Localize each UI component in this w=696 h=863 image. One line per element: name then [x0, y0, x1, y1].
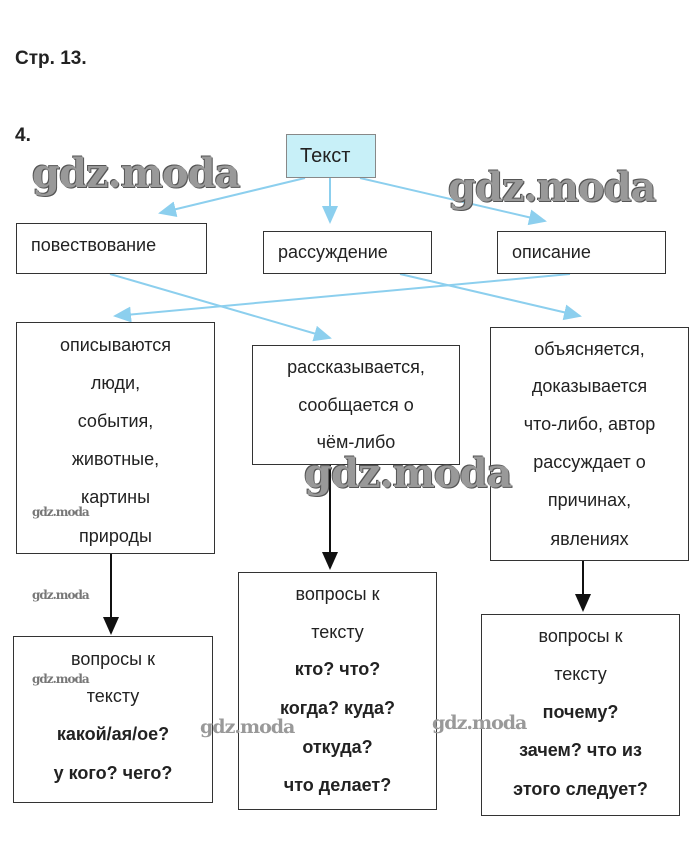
question-item: почему?	[542, 702, 619, 722]
type-box-narration: повествование	[16, 223, 207, 274]
question-item: какой/ая/ое?	[56, 724, 170, 744]
question-item: откуда?	[302, 737, 373, 757]
definition-line: сообщается о	[298, 395, 414, 415]
question-item: когда? куда?	[279, 698, 395, 718]
definition-line: описываются	[59, 335, 171, 355]
definition-line: рассказывается,	[287, 357, 425, 377]
arrow-root-to-narration	[158, 177, 306, 218]
definition-box-description: описываются люди, события, животные, кар…	[16, 322, 215, 554]
question-item: кто? что?	[294, 659, 381, 679]
arrow-root-to-description	[359, 177, 547, 226]
definition-line: чём-либо	[316, 432, 396, 452]
definition-line: причинах,	[547, 490, 632, 510]
task-number: 4.	[15, 125, 31, 146]
definition-box-reasoning: объясняется, доказывается что-либо, авто…	[490, 327, 689, 561]
watermark: gdz.moda	[432, 712, 527, 734]
questions-box-narration: вопросы к тексту кто? что? когда? куда? …	[238, 572, 437, 810]
question-item: у кого? чего?	[53, 763, 173, 783]
root-box: Текст	[286, 134, 376, 178]
definition-line: картины	[80, 487, 151, 507]
type-label: описание	[512, 242, 591, 262]
page-number: Стр. 13.	[15, 48, 87, 69]
definition-line: животные,	[71, 449, 160, 469]
root-label: Текст	[300, 145, 351, 167]
questions-title: вопросы к	[538, 626, 623, 646]
definition-line: явлениях	[550, 529, 629, 549]
questions-title: тексту	[311, 622, 364, 642]
question-item: что делает?	[283, 775, 392, 795]
type-label: повествование	[31, 235, 157, 255]
question-item: этого следует?	[513, 779, 648, 799]
questions-box-reasoning: вопросы к тексту почему? зачем? что из э…	[481, 614, 680, 816]
definition-line: объясняется,	[534, 339, 645, 359]
definition-line: природы	[79, 526, 152, 546]
arrow-reasoning-to-def	[399, 273, 582, 321]
definition-line: что-либо, автор	[523, 414, 656, 434]
question-item: зачем? что из	[519, 740, 642, 760]
definition-line: рассуждает о	[533, 452, 646, 472]
watermark: gdz.moda	[200, 716, 295, 738]
definition-line: события,	[77, 411, 154, 431]
questions-title: вопросы к	[71, 649, 155, 669]
watermark: gdz.moda	[32, 588, 90, 602]
watermark: gdz.moda	[448, 164, 656, 211]
type-box-description: описание	[497, 231, 666, 274]
type-label: рассуждение	[278, 242, 388, 262]
watermark: gdz.moda	[32, 672, 90, 686]
watermark: gdz.moda	[32, 150, 240, 197]
questions-title: вопросы к	[295, 584, 380, 604]
questions-title: тексту	[554, 664, 607, 684]
definition-box-narration: рассказывается, сообщается о чём-либо	[252, 345, 460, 465]
arrow-description-to-def	[113, 273, 571, 323]
questions-title: тексту	[86, 686, 140, 706]
watermark: gdz.moda	[32, 505, 90, 519]
questions-box-description: вопросы к тексту какой/ая/ое? у кого? че…	[13, 636, 213, 803]
definition-line: доказывается	[531, 376, 648, 396]
definition-line: люди,	[90, 373, 141, 393]
watermark: gdz.moda	[304, 450, 512, 497]
type-box-reasoning: рассуждение	[263, 231, 432, 274]
